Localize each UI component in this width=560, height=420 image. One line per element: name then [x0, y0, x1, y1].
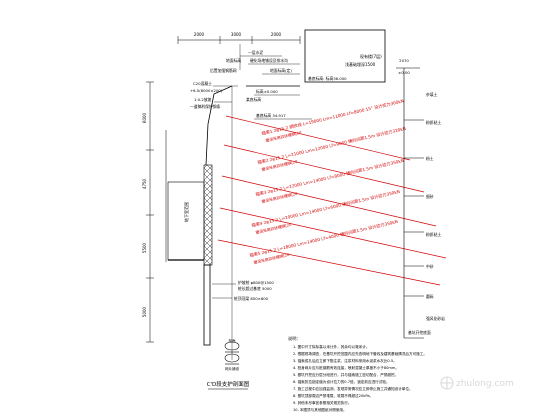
elev-note-2: 基底标高 34.917 [256, 113, 286, 118]
notes-title: 说明： [288, 335, 301, 342]
underground-label: 地下室范围 [183, 202, 189, 222]
existing-building [304, 29, 386, 83]
section-sub: 网片铺设 [225, 366, 239, 371]
anchor-line-4 [219, 207, 447, 259]
watermark-text: zhulong.com [456, 379, 514, 389]
lower-note-2: 桩长超过基底 5000 [238, 286, 272, 291]
top-dim-3: 2000 [271, 32, 282, 37]
note-line-9: 9. 其他未尽事宜参照相关规范执行。 [293, 400, 351, 405]
retaining-pile [203, 85, 300, 360]
anchor-line-2 [223, 144, 425, 193]
left-dim-2: 4750 [142, 178, 147, 189]
left-leaders [213, 85, 238, 103]
note-line-4: 4. 桩身网片应与桩钢筋有效连接，喷射混凝土厚度不小于80mm。 [293, 365, 399, 370]
soil-bottom: 基坑开挖底面 [408, 330, 431, 335]
left-dim-chain [146, 81, 167, 343]
note-line-2: 2. 根据现场调查，在基坑开挖范围内应先查明地下管线及建筑基础情况后方可施工。 [293, 351, 427, 356]
left-dim-3: 5500 [142, 242, 147, 253]
top-dim-1: 2000 [194, 32, 205, 37]
note-line-8: 8. 基坑顶部周边严禁堆载，堆载不得超过20kPa。 [293, 393, 373, 398]
upper-note-2: 硬化场地铺设及排水沟 [250, 58, 288, 63]
watermark-logo-icon [440, 376, 454, 390]
upper-note-3: 地面标高(定) [270, 68, 292, 73]
building-label-2: 浅基础埋深1500 [345, 61, 376, 67]
top-dimension [177, 36, 301, 44]
section-label: 剖面 [229, 338, 236, 343]
soil-layer-7: 圆砾 [426, 294, 434, 299]
soil-layer-1: 杂填土 [426, 92, 438, 97]
top-dim-2: 3000 [231, 32, 242, 37]
soil-top-1: 2070 [399, 58, 409, 63]
left-note-slope-c: 一道稿利保护钢条 [190, 104, 221, 109]
note-line-7: 7. 施工过程中应加强监测，发现异常情况应立即停止施工并通知设计单位。 [293, 386, 413, 391]
upper-leaders [239, 44, 300, 75]
anchor-line-5 [217, 239, 441, 286]
building-base-note: 基底标高: 标高36.000 [308, 76, 347, 81]
soil-layer-4: 细砂 [426, 194, 434, 199]
anchor-line-1 [225, 115, 411, 161]
elev-note-1: 标高±0.000 [256, 89, 278, 94]
soil-layer-6: 中砂 [426, 264, 434, 269]
anchor-lines [217, 115, 447, 286]
left-dim-4: 5000 [142, 306, 147, 317]
upper-note-4: 地面标高 [226, 58, 241, 63]
left-note-elev-a: +6.5(6000×200) [190, 88, 223, 93]
lower-note-3: 桩顶冠梁 800×600 [234, 296, 269, 301]
left-note-slope-a: C20混凝土 [193, 81, 212, 86]
building-label-1: 现有楼(7层) [360, 53, 382, 59]
note-line-6: 6. 锚索张拉锁定值为设计拉力的0.7倍，锁定前应进行试验。 [293, 379, 390, 384]
drawing-title: C'D段支护剖面图 [207, 380, 250, 388]
section-symbol [224, 341, 240, 365]
lower-leaders [212, 283, 236, 299]
left-note-slope-b: 1:0.2放坡 [194, 97, 212, 102]
building-note: 某底标高 [246, 97, 261, 102]
watermark: zhulong.com [440, 376, 514, 390]
soil-column [396, 67, 424, 339]
note-line-1: 1. 图中尺寸除标高以米计外，其余均以毫米计。 [293, 344, 369, 349]
soil-layer-8: 强风化砂岩 [426, 316, 445, 321]
soil-layer-2: 粉质粘土 [426, 120, 441, 125]
upper-note-1: 一层水泥 [248, 50, 263, 55]
upper-note-5: 后置加强钢筋网 [210, 68, 237, 73]
soil-layer-3: 粉土 [426, 156, 434, 161]
note-line-10: 10. 本图须与其他图纸对照使用。 [293, 407, 347, 412]
anchor-line-3 [221, 175, 437, 227]
elev-leaders [254, 94, 312, 120]
left-dim-1: 6000 [142, 112, 147, 123]
soil-layer-5: 粉质粘土 [426, 232, 441, 237]
notes-list: 1. 图中尺寸除标高以米计外，其余均以毫米计。 2. 根据现场调查，在基坑开挖范… [293, 344, 427, 412]
note-line-3: 3. 锚索成孔后应立即下筋注浆，注浆材料采用水泥浆水灰比0.5。 [293, 358, 397, 363]
lower-note-1: 护坡桩 φ800@1500 [238, 280, 274, 285]
soil-top-2: ±0.00 [398, 70, 410, 75]
note-line-5: 5. 基坑开挖应分层分段进行，并与锚索施工密切配合，严禁超挖。 [293, 372, 398, 377]
anchor-5-text: 锚索5 2φ15.2 L=18000 Lm=14000 Lf=4000 横向间距… [249, 218, 399, 259]
